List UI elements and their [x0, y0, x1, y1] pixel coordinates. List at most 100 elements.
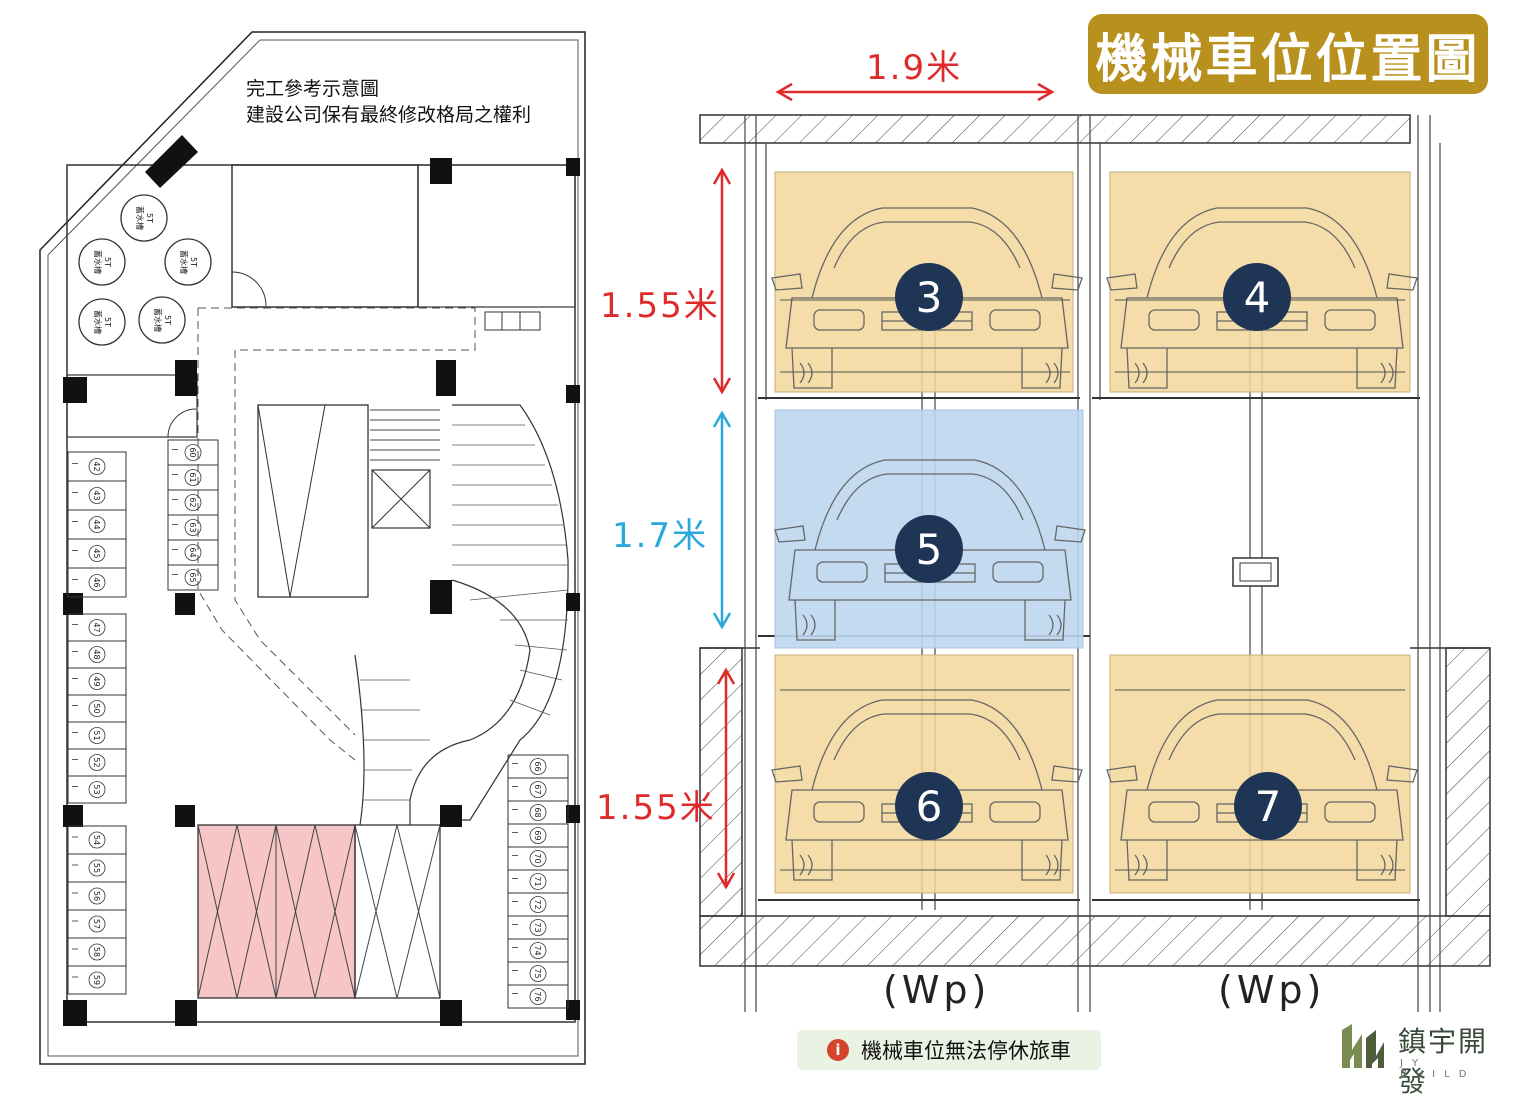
water-tank-label: 蓄水槽 — [93, 310, 103, 334]
door-swing — [167, 408, 197, 438]
parking-lift-shaft — [257, 404, 369, 598]
parking-bay-number: 49 — [92, 676, 101, 686]
meter-box — [484, 311, 541, 331]
warning-banner: i 機械車位無法停休旅車 — [797, 1030, 1101, 1070]
dim-height-lower: 1.55米 — [596, 788, 716, 828]
parking-bay: 76 — [507, 984, 569, 1009]
parking-bay-number: 69 — [533, 830, 542, 840]
parking-bay-number: 70 — [533, 853, 542, 863]
water-tank — [78, 298, 126, 346]
water-tank-label: 5T — [103, 317, 112, 327]
elevator-box — [371, 469, 431, 529]
stairs-top — [370, 409, 440, 461]
wp-label-left: (Wp) — [883, 968, 991, 1012]
parking-bay-number: 60 — [188, 447, 197, 457]
door-swing — [231, 271, 267, 307]
parking-bay-number: 62 — [188, 497, 197, 507]
slot-number-5: 5 — [895, 515, 963, 583]
parking-bay-number: 74 — [533, 945, 542, 955]
dim-height-middle: 1.7米 — [612, 516, 709, 556]
slot-number-6: 6 — [895, 772, 963, 840]
dim-height-upper: 1.55米 — [600, 286, 720, 326]
dimension-arrows — [712, 82, 1055, 890]
parking-bay-number: 76 — [533, 991, 542, 1001]
parking-bay: 65 — [167, 564, 219, 591]
parking-bay-number: 51 — [92, 730, 101, 740]
slot-number-label: 7 — [1255, 782, 1282, 831]
parking-bay-number: 47 — [92, 622, 101, 632]
dim-width-top: 1.9米 — [866, 48, 963, 88]
corridor-line — [198, 307, 476, 736]
slot-number-circle — [895, 263, 963, 331]
parking-bay-number: 43 — [92, 490, 101, 500]
pit-wall-right — [1445, 647, 1491, 917]
slot-number-circle — [895, 515, 963, 583]
slot-number-3: 3 — [895, 263, 963, 331]
parking-bay: 59 — [67, 965, 127, 995]
slot-numbers: 3 4 5 6 7 — [895, 263, 1302, 840]
water-tank-label: 蓄水槽 — [179, 250, 189, 274]
floor-plan-note: 完工參考示意圖 建設公司保有最終修改格局之權利 — [246, 76, 531, 128]
parking-bay-number: 50 — [92, 703, 101, 713]
ceiling-slab — [699, 114, 1411, 144]
water-tank-label: 5T — [103, 257, 112, 267]
parking-bay-number: 65 — [188, 572, 197, 582]
parking-bays: 4243444546474849505152535455565758596061… — [67, 206, 569, 1009]
floor-plan-inner-outline — [47, 39, 579, 1057]
parking-bay: 53 — [67, 775, 127, 804]
water-tank-label: 5T — [163, 315, 172, 325]
water-tank-label: 蓄水槽 — [153, 308, 163, 332]
floor-plan-outline — [39, 31, 586, 1065]
parking-bay-number: 63 — [188, 522, 197, 532]
wp-label-right: (Wp) — [1218, 968, 1326, 1012]
parking-bay-number: 72 — [533, 899, 542, 909]
slot-number-label: 3 — [916, 273, 943, 322]
slot-number-label: 5 — [916, 525, 943, 574]
water-tank — [164, 238, 212, 286]
slot-number-circle — [895, 772, 963, 840]
slot-number-4: 4 — [1223, 263, 1291, 331]
parking-bay-number: 59 — [92, 975, 101, 985]
parking-bay-number: 53 — [92, 784, 101, 794]
slot-number-label: 4 — [1244, 273, 1271, 322]
pit-floor — [699, 915, 1491, 967]
slot-number-label: 6 — [916, 782, 943, 831]
parking-bay-number: 71 — [533, 876, 542, 886]
note-line-2: 建設公司保有最終修改格局之權利 — [246, 104, 532, 126]
logo-sub: JY BUILD — [1400, 1058, 1476, 1080]
slot-number-7: 7 — [1234, 772, 1302, 840]
page-title: 機械車位位置圖 — [1088, 14, 1488, 94]
parking-bay-number: 57 — [92, 919, 101, 929]
parking-bay-number: 61 — [188, 472, 197, 482]
parking-bay-number: 73 — [533, 922, 542, 932]
elevation-diagram: 3 4 5 6 7 — [699, 82, 1491, 1012]
parking-bay-number: 58 — [92, 947, 101, 957]
parking-bay-number: 56 — [92, 891, 101, 901]
columns — [63, 158, 580, 1026]
parking-bay-number: 52 — [92, 757, 101, 767]
water-tank — [78, 238, 126, 286]
vent-shaft — [145, 135, 198, 188]
ramp-treads — [360, 424, 569, 801]
platform-bars — [780, 299, 1405, 871]
parking-bay-number: 42 — [92, 461, 101, 471]
floor-plan: 4243444546474849505152535455565758596061… — [39, 31, 586, 1065]
room-electrical — [417, 164, 576, 308]
parking-bay-number: 48 — [92, 649, 101, 659]
company-logo: 鎮宇開發 JY BUILD — [1338, 1018, 1508, 1098]
parking-bay-number: 45 — [92, 548, 101, 558]
water-tank-label: 蓄水槽 — [135, 206, 145, 230]
warning-text: 機械車位無法停休旅車 — [861, 1039, 1071, 1063]
parking-bay-number: 68 — [533, 807, 542, 817]
lift-symbol — [257, 404, 326, 598]
parking-bay-number: 75 — [533, 968, 542, 978]
water-tank-label: 5T — [145, 213, 154, 223]
room-storage — [66, 374, 198, 438]
water-tank — [120, 194, 168, 242]
water-tank-label: 蓄水槽 — [93, 250, 103, 274]
water-tank — [138, 296, 186, 344]
note-line-1: 完工參考示意圖 — [246, 78, 380, 100]
parking-bay-number: 55 — [92, 863, 101, 873]
water-tanks — [78, 194, 212, 346]
logo-mark-icon — [1342, 1024, 1384, 1068]
